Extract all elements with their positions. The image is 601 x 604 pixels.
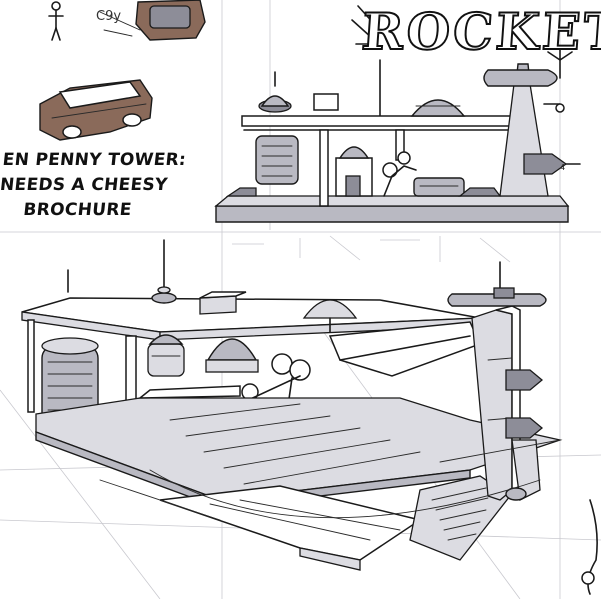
thumbnail-vehicle-brown (39, 79, 153, 141)
note-line-1: EN PENNY TOWER: (1, 150, 188, 170)
rocket-sign-lettering: ROCKET (359, 1, 601, 62)
thumbnail-figure (48, 1, 64, 41)
handwritten-note: EN PENNY TOWER: NEEDS A CHEESY BROCHURE (0, 148, 214, 223)
tower-elevation: 4 (214, 63, 581, 223)
ghost-lettering (232, 235, 511, 263)
note-line-2: NEEDS A CHEESY (0, 175, 169, 195)
note-line-3: BROCHURE (22, 200, 133, 220)
svg-text:4: 4 (560, 163, 565, 172)
rocket-sign (351, 5, 573, 119)
svg-text:C9y: C9y (96, 9, 121, 24)
edge-sketch-right (581, 499, 598, 595)
corner-scrawl: C9y (96, 9, 121, 24)
thumbnail-vehicle-top (99, 0, 206, 41)
platform-perspective (21, 239, 563, 571)
